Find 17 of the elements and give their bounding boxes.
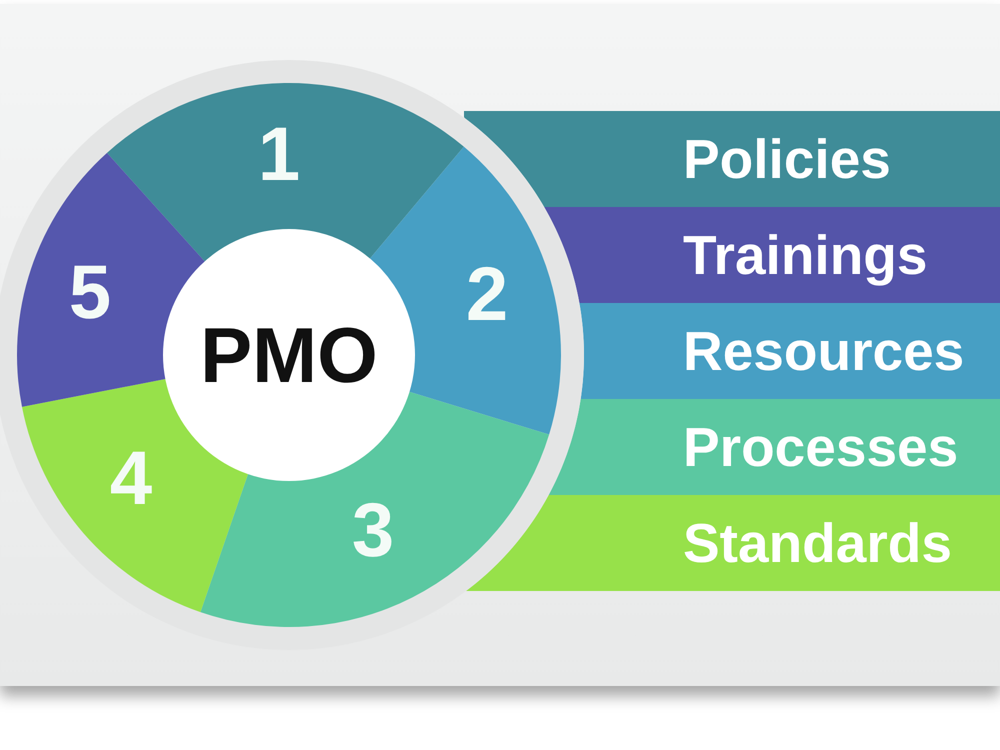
segment-number: 2 xyxy=(466,252,508,337)
label-band xyxy=(544,207,1000,303)
segment-number: 5 xyxy=(68,250,112,335)
label-band xyxy=(579,303,1000,399)
segment-number: 1 xyxy=(258,112,300,197)
band-label: Processes xyxy=(683,416,958,478)
label-band xyxy=(464,111,1000,207)
segment-number: 3 xyxy=(352,488,394,573)
segment-number: 4 xyxy=(110,436,152,521)
band-label: Resources xyxy=(683,320,964,382)
label-band xyxy=(466,495,1000,591)
band-label: Trainings xyxy=(683,224,928,286)
hub-label: PMO xyxy=(200,316,378,394)
wheel-segment xyxy=(200,390,550,627)
band-label: Policies xyxy=(683,128,891,190)
band-label: Standards xyxy=(683,512,952,574)
label-band xyxy=(548,399,1000,495)
